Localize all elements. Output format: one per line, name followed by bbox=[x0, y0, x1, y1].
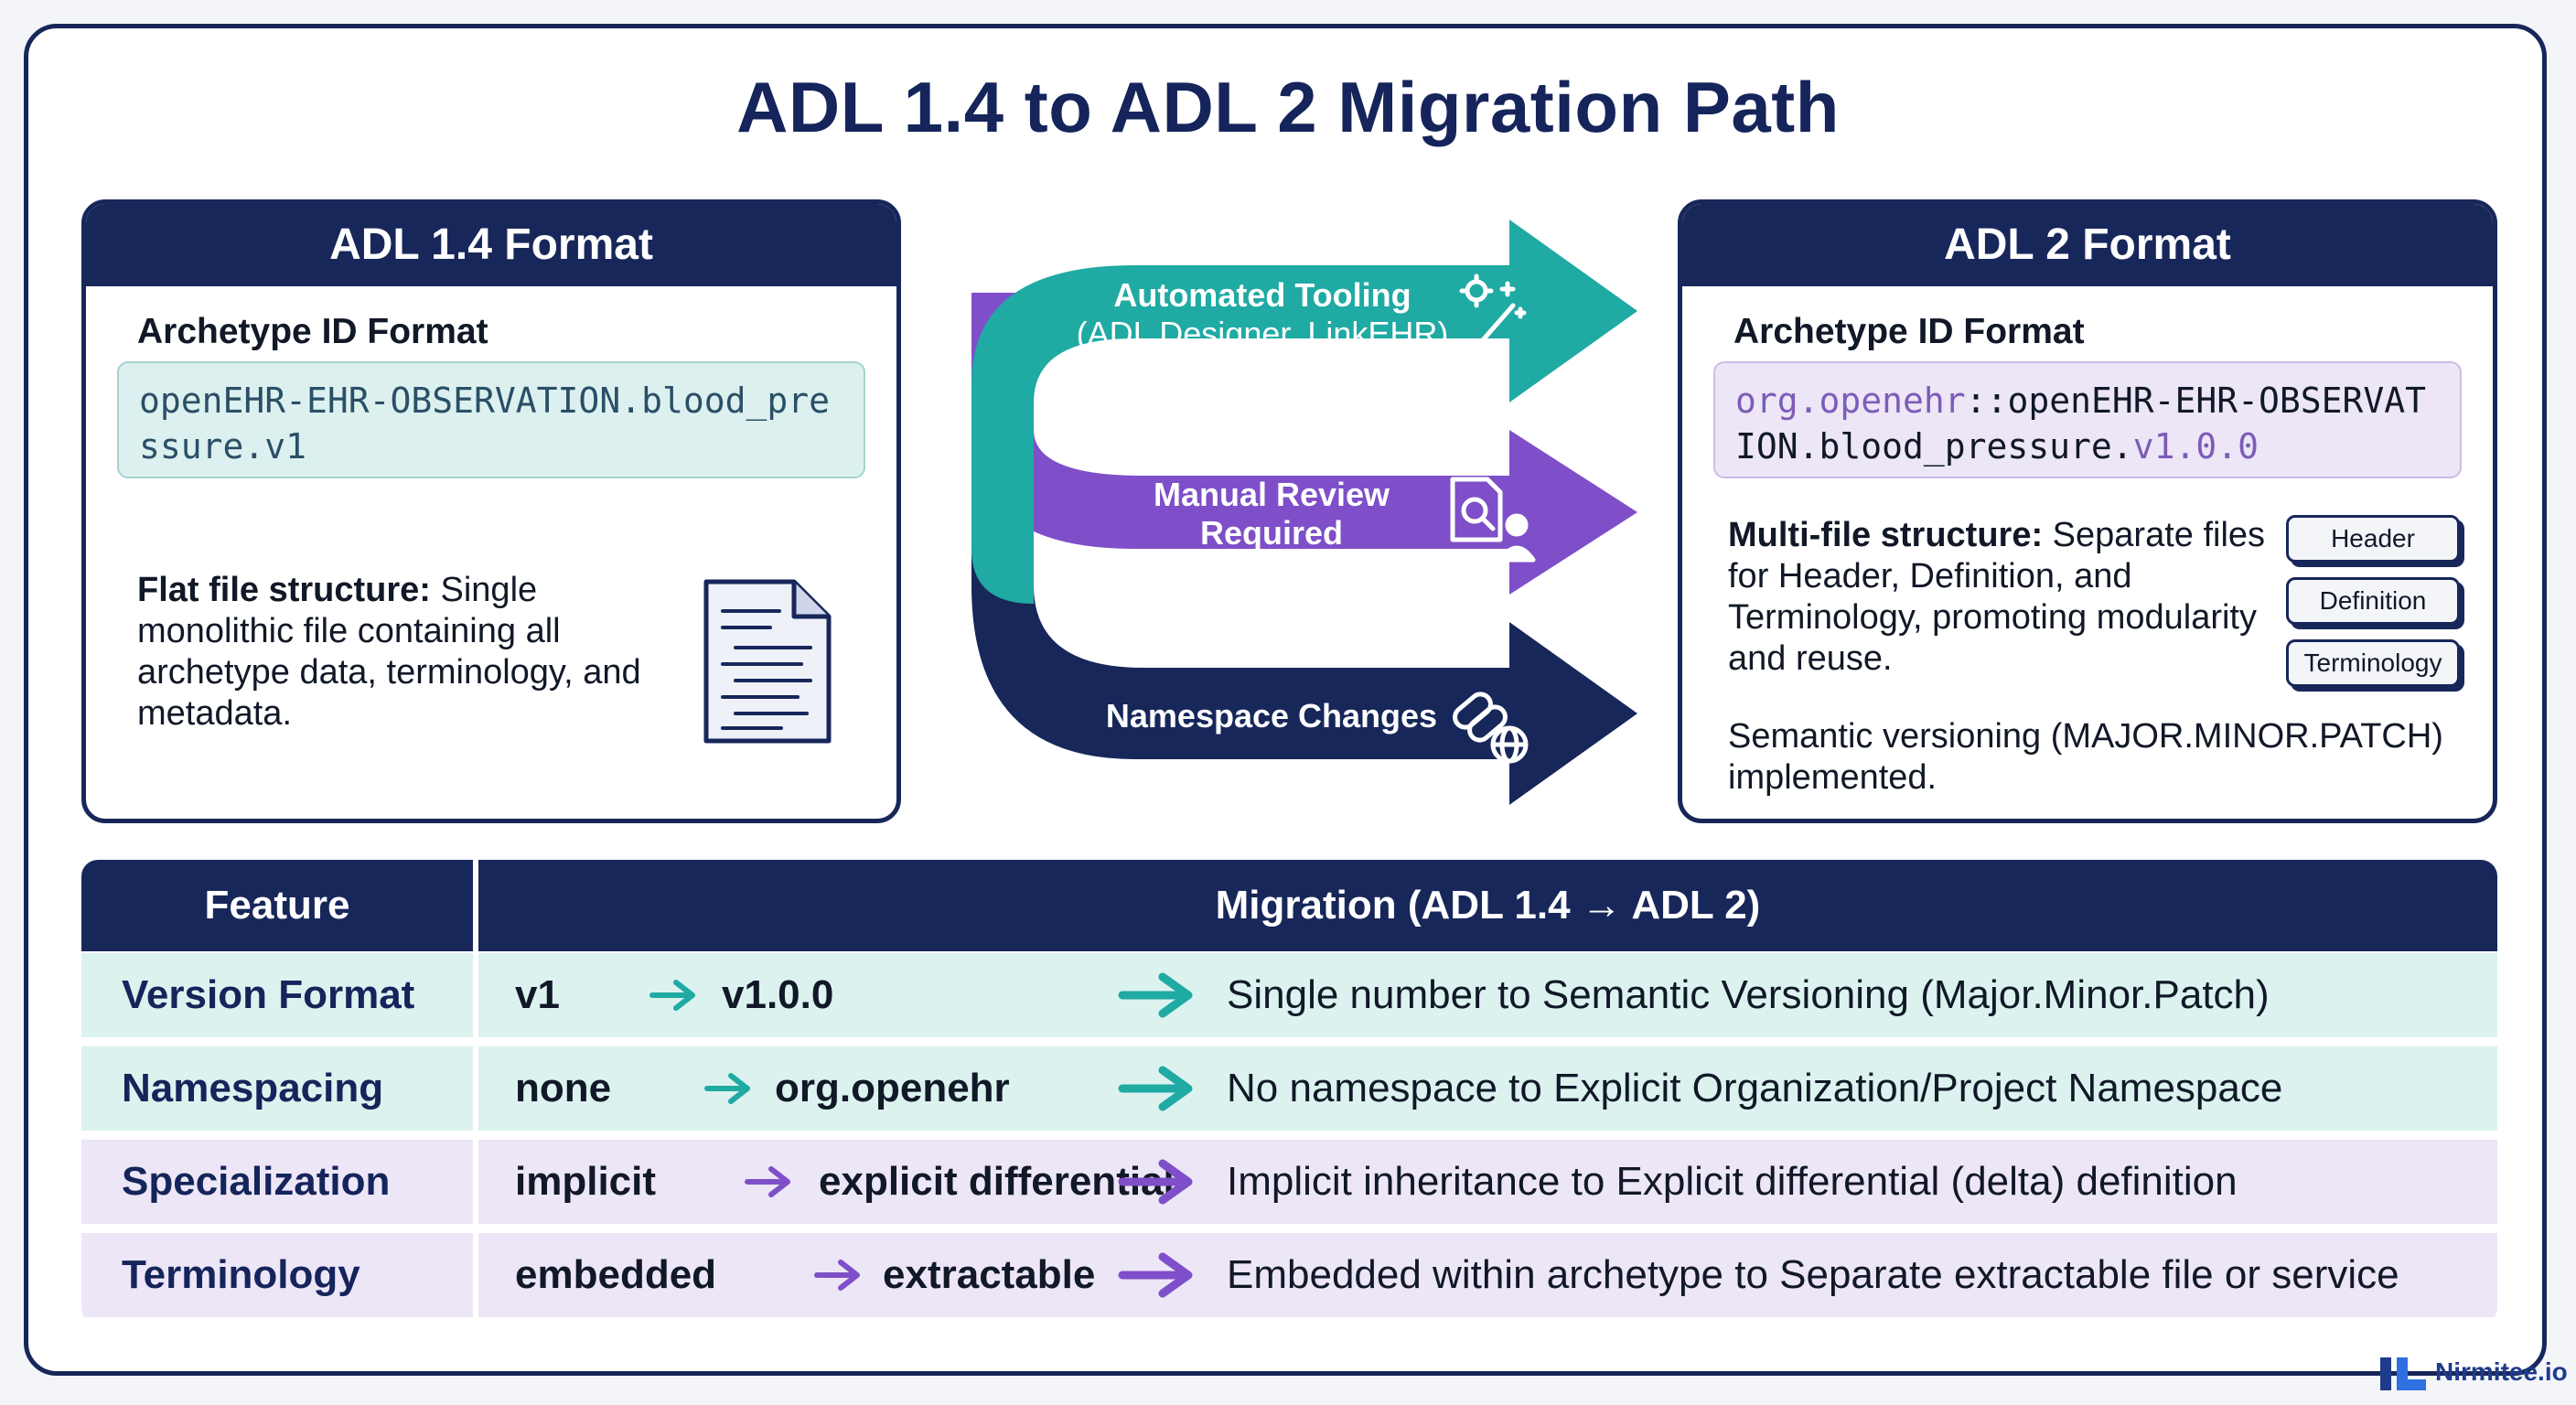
migration-arrow-icon bbox=[1118, 972, 1193, 1018]
adl14-structure-bold: Flat file structure: bbox=[137, 571, 431, 609]
table-row: Specialization implicit explicit different… bbox=[81, 1140, 2497, 1224]
small-arrow-icon bbox=[649, 980, 695, 1011]
table-header-feature: Feature bbox=[204, 883, 350, 928]
migration-arrow-icon bbox=[1118, 1159, 1193, 1205]
migration-arrow-icon bbox=[1118, 1066, 1193, 1111]
table-row: Namespacing none org.openehr No namespace t… bbox=[81, 1046, 2497, 1131]
brand-name: Nirmitee.io bbox=[2435, 1357, 2568, 1386]
row-new-value: org.openehr bbox=[775, 1066, 1010, 1110]
row-old-value: embedded bbox=[515, 1252, 717, 1297]
row-old-value: none bbox=[515, 1066, 612, 1110]
adl2-panel: ADL 2 Format Archetype ID Format org.ope… bbox=[1678, 199, 2497, 823]
flow-label-automated: Automated Tooling (ADL Designer, LinkEHR… bbox=[1061, 276, 1464, 353]
nirmitee-logo-icon bbox=[2380, 1357, 2426, 1390]
row-feature: Version Format bbox=[122, 972, 415, 1017]
adl14-panel-heading: ADL 1.4 Format bbox=[86, 204, 896, 286]
row-detail: Implicit inheritance to Explicit differe… bbox=[1227, 1159, 2238, 1204]
adl2-structure-bold: Multi-file structure: bbox=[1728, 516, 2044, 554]
row-old-value: v1 bbox=[515, 972, 560, 1017]
small-arrow-icon bbox=[745, 1166, 790, 1197]
page-title: ADL 1.4 to ADL 2 Migration Path bbox=[736, 67, 1840, 147]
table-row: Version Format v1 v1.0.0 Single number to S… bbox=[81, 953, 2497, 1037]
flow-automated-sublabel: (ADL Designer, LinkEHR) bbox=[1076, 315, 1449, 352]
adl2-id-version: v1.0.0 bbox=[2132, 426, 2259, 467]
table-header-migration: Migration (ADL 1.4 → ADL 2) bbox=[1215, 883, 1761, 928]
row-feature: Specialization bbox=[122, 1159, 391, 1204]
migration-arrow-icon bbox=[1118, 1252, 1193, 1298]
file-tag-definition: Definition bbox=[2286, 577, 2460, 625]
row-new-value: explicit differential bbox=[819, 1159, 1175, 1204]
flow-label-manual-review: Manual Review Required bbox=[1153, 476, 1390, 552]
flow-arrow-automated bbox=[971, 220, 1637, 604]
adl2-id-value: org.openehr::openEHR-EHR-OBSERVATION.blo… bbox=[1713, 361, 2462, 478]
row-old-value: implicit bbox=[515, 1159, 657, 1204]
adl14-structure-text: Single monolithic file containing all ar… bbox=[137, 571, 641, 733]
table-row: Terminology embedded extractable Embedded w… bbox=[81, 1233, 2497, 1317]
adl14-id-label: Archetype ID Format bbox=[137, 312, 488, 351]
adl2-structure-desc: Multi-file structure: Separate files for… bbox=[1728, 515, 2277, 680]
row-new-value: extractable bbox=[883, 1252, 1096, 1297]
migration-flow-arrows bbox=[971, 220, 1637, 805]
row-detail: Embedded within archetype to Separate ex… bbox=[1227, 1252, 2399, 1297]
adl2-id-core: openEHR-EHR-OBSERVATION.blood_pressure. bbox=[1735, 381, 2426, 467]
row-new-value: v1.0.0 bbox=[722, 972, 834, 1017]
adl2-structure-text: Separate files for Header, Definition, a… bbox=[1728, 516, 2266, 678]
table-header: Feature Migration (ADL 1.4 → ADL 2) bbox=[81, 860, 2497, 951]
flow-automated-label: Automated Tooling bbox=[1113, 276, 1411, 314]
adl14-structure-desc: Flat file structure: Single monolithic f… bbox=[137, 570, 649, 735]
document-review-user-icon bbox=[1450, 477, 1536, 563]
row-detail: No namespace to Explicit Organization/Pr… bbox=[1227, 1066, 2283, 1110]
magic-wand-gear-icon bbox=[1459, 273, 1527, 352]
small-arrow-icon bbox=[814, 1260, 860, 1291]
adl2-panel-heading: ADL 2 Format bbox=[1682, 204, 2493, 286]
adl14-panel: ADL 1.4 Format Archetype ID Format openE… bbox=[81, 199, 901, 823]
adl14-id-value: openEHR-EHR-OBSERVATION.blood_pressure.v… bbox=[117, 361, 865, 478]
small-arrow-icon bbox=[704, 1073, 750, 1104]
file-tag-terminology: Terminology bbox=[2286, 639, 2460, 687]
adl2-id-label: Archetype ID Format bbox=[1733, 312, 2085, 351]
flow-label-namespace: Namespace Changes bbox=[1105, 697, 1438, 735]
adl2-semver-desc: Semantic versioning (MAJOR.MINOR.PATCH) … bbox=[1728, 717, 2443, 797]
link-globe-icon bbox=[1453, 692, 1529, 764]
row-feature: Namespacing bbox=[122, 1066, 384, 1110]
file-tag-header: Header bbox=[2286, 515, 2460, 563]
adl2-id-separator: :: bbox=[1965, 381, 2008, 421]
row-feature: Terminology bbox=[122, 1252, 360, 1297]
row-detail: Single number to Semantic Versioning (Ma… bbox=[1227, 972, 2270, 1017]
migration-table: Feature Migration (ADL 1.4 → ADL 2) Vers… bbox=[81, 860, 2497, 1325]
table-column-divider bbox=[473, 860, 478, 1325]
document-icon bbox=[703, 579, 832, 744]
flow-arrow-namespace bbox=[971, 293, 1637, 805]
adl2-id-namespace: org.openehr bbox=[1735, 381, 1966, 421]
